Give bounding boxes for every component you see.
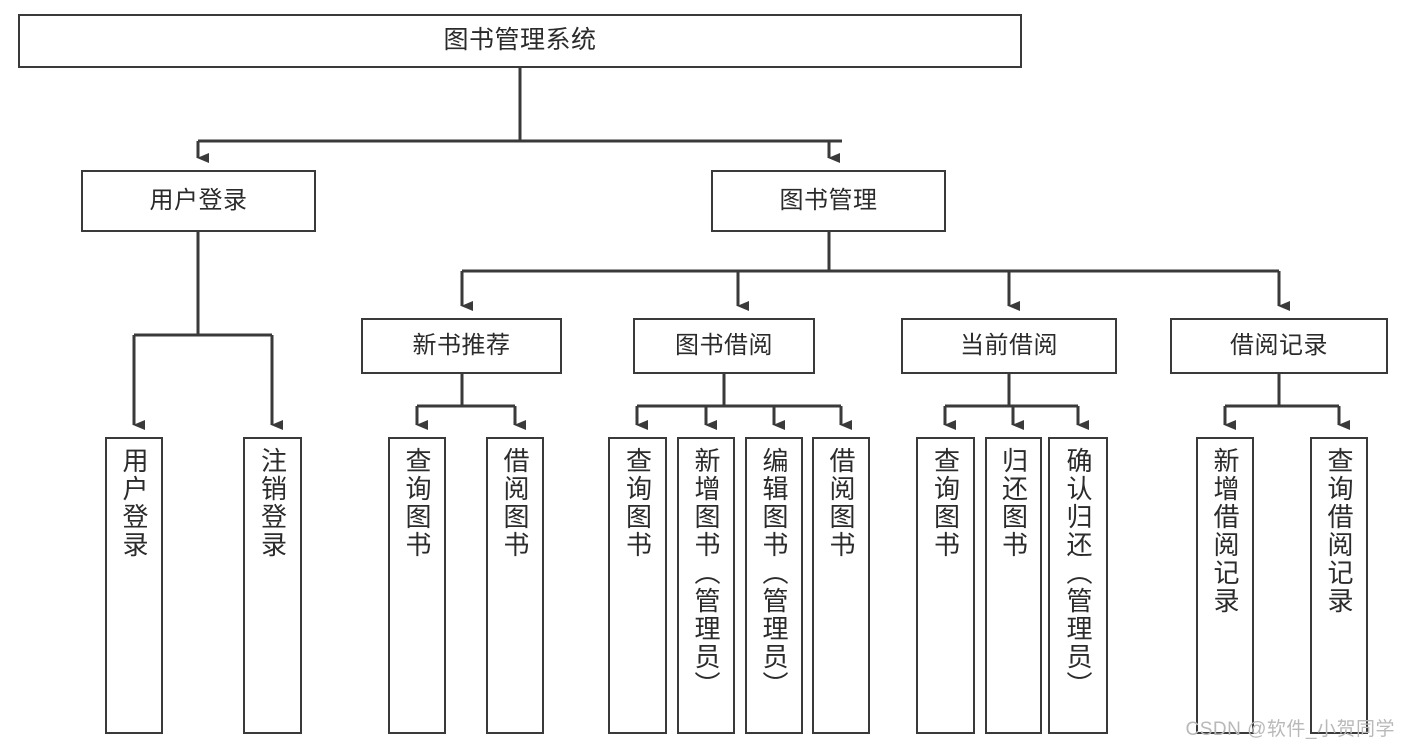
node-label: 确认归还（管理员）	[1063, 447, 1093, 699]
node-current-borrow[interactable]: 当前借阅	[901, 318, 1117, 374]
node-label: 图书借阅	[675, 331, 773, 359]
leaf-return-book[interactable]: 归还图书	[985, 437, 1042, 734]
node-book-borrow[interactable]: 图书借阅	[633, 318, 815, 374]
leaf-add-book-admin[interactable]: 新增图书（管理员）	[677, 437, 735, 734]
node-label: 当前借阅	[960, 331, 1058, 359]
node-new-book-recommend[interactable]: 新书推荐	[361, 318, 562, 374]
leaf-user-login[interactable]: 用户登录	[105, 437, 163, 734]
leaf-borrow-book[interactable]: 借阅图书	[812, 437, 870, 734]
node-label: 借阅图书	[826, 447, 856, 559]
node-label: 图书管理	[779, 186, 878, 214]
leaf-add-borrow-record[interactable]: 新增借阅记录	[1196, 437, 1254, 734]
node-root-book-management-system[interactable]: 图书管理系统	[18, 14, 1022, 68]
leaf-query-borrow-record[interactable]: 查询借阅记录	[1310, 437, 1368, 734]
node-user-login[interactable]: 用户登录	[81, 170, 316, 232]
node-book-management[interactable]: 图书管理	[711, 170, 946, 232]
node-label: 归还图书	[998, 447, 1029, 559]
node-label: 图书管理系统	[443, 26, 597, 55]
node-label: 新增图书（管理员）	[691, 447, 721, 699]
node-label: 查询图书	[402, 447, 432, 559]
node-label: 注销登录	[257, 447, 288, 559]
node-label: 编辑图书（管理员）	[759, 447, 789, 699]
node-label: 用户登录	[149, 186, 248, 214]
leaf-query-book-borrow[interactable]: 查询图书	[608, 437, 667, 734]
leaf-confirm-return-admin[interactable]: 确认归还（管理员）	[1048, 437, 1108, 734]
node-borrow-record[interactable]: 借阅记录	[1170, 318, 1388, 374]
node-label: 查询借阅记录	[1324, 447, 1354, 615]
leaf-edit-book-admin[interactable]: 编辑图书（管理员）	[745, 437, 803, 734]
leaf-logout[interactable]: 注销登录	[243, 437, 302, 734]
node-label: 借阅记录	[1230, 331, 1328, 359]
node-label: 新书推荐	[412, 331, 511, 359]
node-label: 新增借阅记录	[1210, 447, 1240, 615]
leaf-query-book-recommend[interactable]: 查询图书	[388, 437, 446, 734]
node-label: 查询图书	[622, 447, 653, 559]
csdn-watermark: CSDN @软件_小贺同学	[1185, 719, 1395, 740]
leaf-query-book-current[interactable]: 查询图书	[916, 437, 975, 734]
leaf-borrow-book-recommend[interactable]: 借阅图书	[486, 437, 544, 734]
node-label: 借阅图书	[500, 447, 530, 559]
node-label: 用户登录	[119, 447, 149, 559]
node-label: 查询图书	[930, 447, 961, 559]
